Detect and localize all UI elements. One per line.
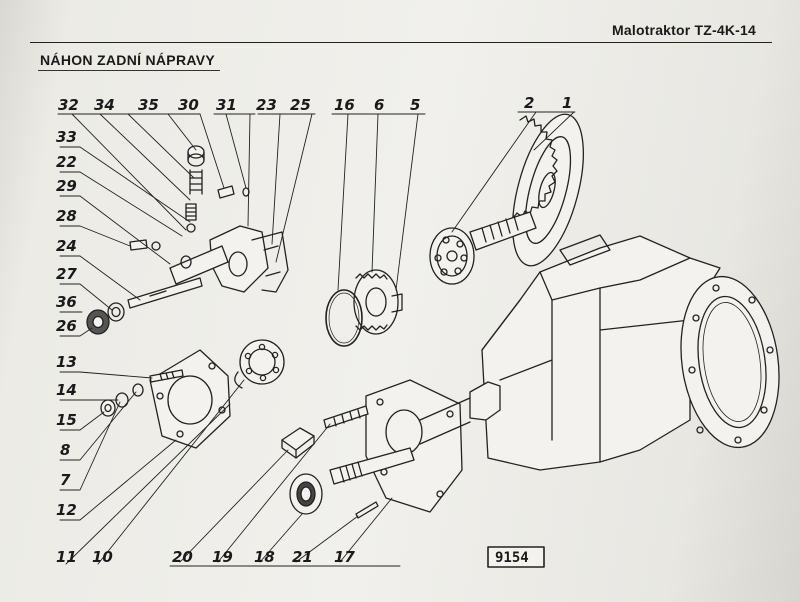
washer-nut-set [100, 383, 144, 417]
small-screw [217, 185, 250, 199]
header-rule [30, 42, 772, 43]
part-label-24: 24 [56, 237, 77, 255]
section-title: NÁHON ZADNÍ NÁPRAVY [40, 52, 215, 68]
part-label-14: 14 [56, 381, 77, 399]
shaft-washer [107, 302, 125, 322]
part-labels: 32 34 35 30 31 23 25 16 6 5 2 1 33 22 29… [56, 94, 572, 566]
part-label-5: 5 [410, 96, 420, 114]
part-label-13: 13 [56, 353, 77, 371]
part-label-22: 22 [56, 153, 77, 171]
output-shaft [329, 447, 415, 485]
ball-bearing [234, 339, 285, 389]
locking-screw [355, 501, 379, 519]
part-label-21: 21 [292, 548, 313, 566]
part-label-29: 29 [56, 177, 77, 195]
pinion-bearing [429, 227, 475, 285]
part-label-11: 11 [56, 548, 77, 566]
part-label-10: 10 [92, 548, 113, 566]
section-title-underline [38, 70, 220, 71]
bearing-cover [149, 349, 231, 449]
circlip-ring [325, 289, 363, 347]
part-label-25: 25 [290, 96, 311, 114]
selector-shaft [127, 277, 203, 309]
part-label-23: 23 [256, 96, 277, 114]
part-label-26: 26 [56, 317, 77, 335]
header-title: Malotraktor TZ-4K-14 [612, 22, 757, 38]
part-label-30: 30 [178, 96, 199, 114]
detent-plug [187, 145, 205, 167]
part-label-2: 2 [524, 94, 534, 112]
spur-gear [353, 269, 403, 335]
part-label-33: 33 [56, 128, 77, 146]
oil-seal [86, 309, 110, 335]
figure-number-box [487, 546, 545, 568]
stud-bolt [149, 369, 184, 383]
leader-lines [57, 111, 576, 567]
detent-pin [185, 203, 197, 233]
part-label-32: 32 [58, 96, 79, 114]
shaft-bearing [289, 473, 323, 515]
part-label-31: 31 [216, 96, 237, 114]
pinion-shaft [469, 211, 537, 251]
part-label-34: 34 [94, 96, 115, 114]
crown-wheel [512, 113, 584, 267]
part-label-12: 12 [56, 501, 77, 519]
part-label-6: 6 [374, 96, 384, 114]
shift-fork [209, 225, 289, 293]
part-label-20: 20 [172, 548, 193, 566]
axle-housing [469, 234, 780, 471]
figure-number: 9154 [495, 550, 529, 566]
part-label-36: 36 [56, 293, 77, 311]
part-label-19: 19 [212, 548, 233, 566]
part-label-18: 18 [254, 548, 275, 566]
selector-lever [169, 245, 229, 285]
part-label-35: 35 [138, 96, 159, 114]
part-label-16: 16 [334, 96, 355, 114]
threaded-stud [323, 405, 369, 429]
bolt-washer [129, 239, 161, 251]
part-label-8: 8 [60, 441, 70, 459]
part-label-17: 17 [334, 548, 355, 566]
spacer-sleeve [281, 427, 315, 459]
part-label-27: 27 [56, 265, 77, 283]
flange-housing [365, 379, 471, 513]
part-label-1: 1 [562, 94, 572, 112]
part-label-28: 28 [56, 207, 77, 225]
part-label-7: 7 [60, 471, 71, 489]
detent-spring [189, 169, 203, 195]
part-label-15: 15 [56, 411, 77, 429]
